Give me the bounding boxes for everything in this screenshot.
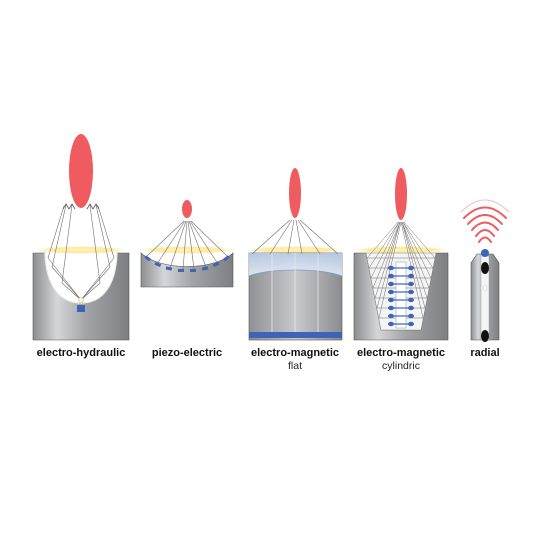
- piezo-housing: [140, 252, 234, 288]
- label-electro-hydraulic: electro-hydraulic: [21, 347, 141, 360]
- panel-radial: [460, 199, 510, 342]
- label-electro-magnetic-flat: electro-magnetic flat: [235, 347, 355, 372]
- wave-rays: [251, 219, 339, 255]
- label-piezo-electric: piezo-electric: [127, 347, 247, 360]
- label-radial: radial: [445, 347, 525, 360]
- label-electro-magnetic-cylindric: electro-magnetic cylindric: [341, 347, 461, 372]
- piston: [481, 330, 489, 342]
- coupling-membrane: [36, 246, 126, 254]
- panel-title: electro-magnetic: [356, 347, 446, 359]
- radial-wave-arcs: [460, 199, 510, 243]
- panel-subtitle: flat: [287, 360, 302, 372]
- panel-electro-hydraulic: [32, 134, 130, 341]
- panel-title: electro-magnetic: [250, 347, 340, 359]
- panel-title: radial: [470, 347, 500, 359]
- applicator-tip: [481, 249, 489, 257]
- reflector-housing: [32, 252, 130, 341]
- coupling-membrane: [354, 246, 448, 254]
- focal-zone: [182, 200, 192, 218]
- cylindrical-coil: [395, 261, 407, 329]
- focal-zone: [69, 134, 93, 208]
- panel-electro-magnetic-flat: [247, 168, 343, 341]
- spark-electrode: [77, 305, 85, 312]
- focal-zone: [395, 168, 407, 220]
- wave-rays: [145, 220, 229, 270]
- panel-electro-magnetic-cylindric: [353, 168, 449, 341]
- panel-subtitle: cylindric: [382, 360, 420, 372]
- coupling-membrane: [139, 246, 235, 254]
- electromagnetic-coil: [249, 332, 342, 338]
- projectile: [481, 262, 489, 274]
- piezo-crystals: [144, 255, 230, 272]
- panel-piezo-electric: [139, 200, 235, 288]
- wave-rays: [47, 204, 115, 301]
- panel-title: piezo-electric: [151, 347, 223, 359]
- panel-title: electro-hydraulic: [36, 347, 126, 359]
- focal-zone: [289, 168, 301, 218]
